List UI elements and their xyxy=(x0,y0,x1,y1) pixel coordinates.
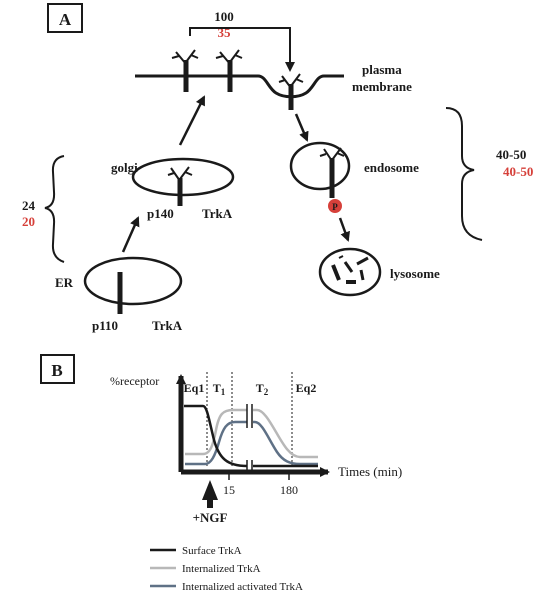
tick-15: 15 xyxy=(223,483,235,497)
panel-b-label: B xyxy=(51,361,62,380)
trka-label-golgi: TrkA xyxy=(202,206,233,221)
endosome-receptor xyxy=(319,147,345,198)
panel-a: A 100 35 plasma membrane xyxy=(22,3,533,333)
endosome-label: endosome xyxy=(364,160,419,175)
membrane-receptor-2 xyxy=(215,49,243,92)
tick-180: 180 xyxy=(280,483,298,497)
legend-label-0: Surface TrkA xyxy=(182,545,242,557)
p110-label: p110 xyxy=(92,318,118,333)
phosphorylation-marker xyxy=(328,199,342,213)
er-compartment xyxy=(83,256,183,306)
lysosome-compartment xyxy=(318,247,382,297)
golgi-receptor xyxy=(167,166,193,206)
membrane-receptor-1 xyxy=(171,49,199,92)
membrane-label: membrane xyxy=(352,79,412,94)
membrane-to-endosome-arrow xyxy=(294,113,309,142)
surface-to-endocytosis-arrow xyxy=(189,27,295,72)
rate-top-black: 100 xyxy=(214,9,234,24)
golgi-to-membrane-arrow xyxy=(178,95,206,146)
phase-label-eq1: Eq1 xyxy=(184,381,205,395)
phase-label-t2: T2 xyxy=(256,381,269,397)
membrane-receptor-3 xyxy=(278,73,304,110)
axis-break-marks xyxy=(246,404,253,472)
x-axis-label: Times (min) xyxy=(338,464,402,479)
panel-a-box xyxy=(47,3,83,33)
left-rate-red: 20 xyxy=(22,214,35,229)
panel-b: B %receptor Times (min) Eq1 T1 T2 Eq2 15 18… xyxy=(40,354,402,593)
golgi-label: golgi xyxy=(111,160,138,175)
phase-label-eq2: Eq2 xyxy=(296,381,317,395)
ngf-label: +NGF xyxy=(193,510,228,525)
plasma-label: plasma xyxy=(362,62,402,77)
right-rate-red: 40-50 xyxy=(503,164,533,179)
y-axis-label: %receptor xyxy=(110,374,159,388)
right-brace xyxy=(445,107,483,241)
lysosome-label: lysosome xyxy=(390,266,440,281)
panel-b-box xyxy=(40,354,75,384)
legend: Surface TrkA Internalized TrkA Internalize… xyxy=(150,545,303,593)
phospho-label: P xyxy=(332,202,338,212)
surface-trka-curve xyxy=(184,404,318,468)
legend-label-2: Internalized activated TrkA xyxy=(182,581,303,593)
er-to-golgi-arrow xyxy=(121,216,140,253)
internalized-trka-curve xyxy=(185,408,318,459)
legend-label-1: Internalized TrkA xyxy=(182,563,261,575)
phase-label-t1: T1 xyxy=(213,381,226,397)
p140-label: p140 xyxy=(147,206,174,221)
internalized-activated-trka-curve xyxy=(185,420,318,466)
endosome-to-lysosome-arrow xyxy=(338,217,350,242)
trka-label-er: TrkA xyxy=(152,318,183,333)
phase-labels: Eq1 T1 T2 Eq2 xyxy=(184,381,317,397)
left-rate-black: 24 xyxy=(22,198,36,213)
plasma-membrane-line xyxy=(135,74,344,99)
right-rate-black: 40-50 xyxy=(496,147,526,162)
degraded-receptor-fragments xyxy=(331,255,369,284)
golgi-compartment xyxy=(131,157,235,197)
endosome-compartment xyxy=(289,141,351,191)
ngf-arrow xyxy=(202,480,218,508)
panel-a-label: A xyxy=(59,10,72,29)
left-brace xyxy=(44,155,65,263)
er-label: ER xyxy=(55,275,74,290)
